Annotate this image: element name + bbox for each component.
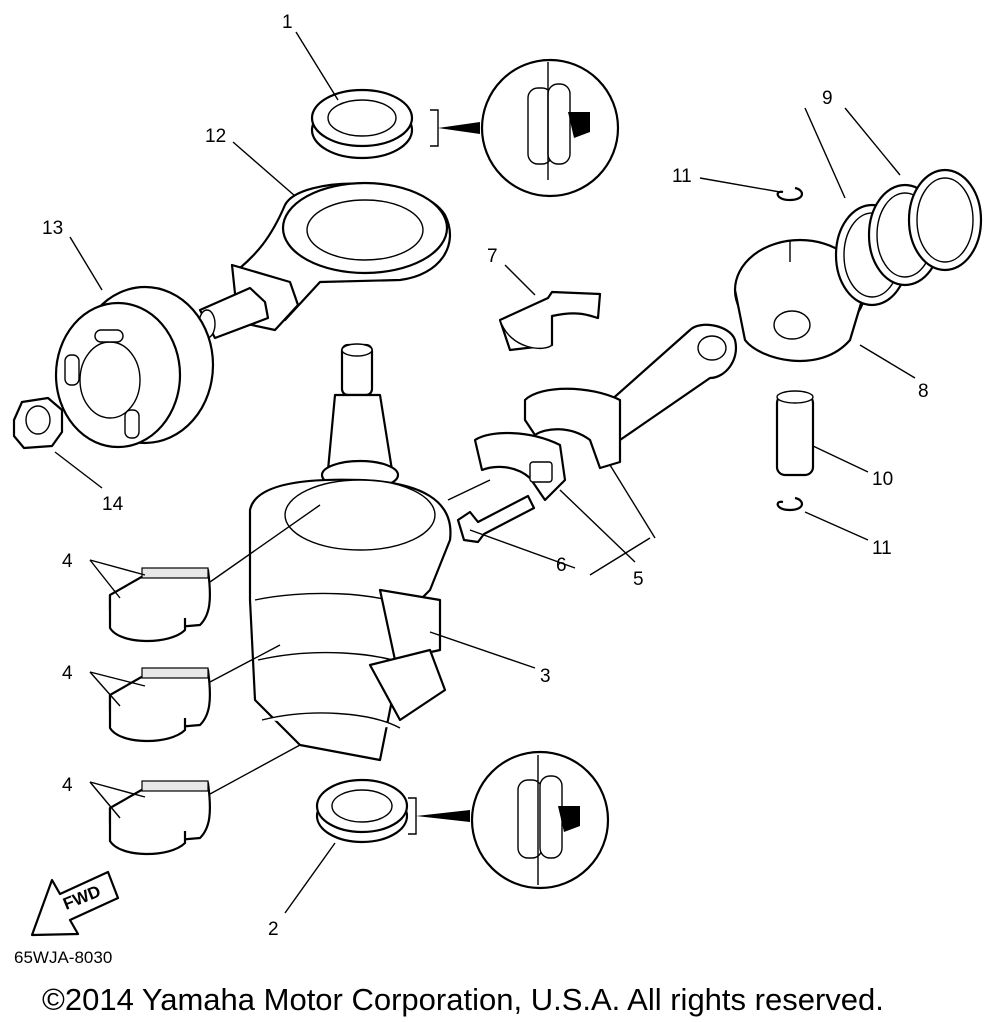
piston-rings (834, 168, 983, 307)
callout-4a: 4 (62, 551, 73, 572)
conrod-bolt (456, 494, 536, 544)
conrod-bearing (498, 290, 602, 352)
callout-10: 10 (872, 469, 893, 490)
grease-detail-bottom (470, 750, 610, 890)
piston-pin (775, 390, 815, 477)
callout-4c: 4 (62, 775, 73, 796)
connecting-rod (473, 323, 738, 502)
callout-1: 1 (282, 12, 293, 33)
callout-2: 2 (268, 919, 279, 940)
grease-detail-top (480, 58, 620, 198)
callout-4b: 4 (62, 663, 73, 684)
callout-11-top: 11 (672, 166, 692, 187)
callout-9: 9 (822, 88, 833, 109)
callout-12: 12 (205, 126, 226, 147)
fwd-arrow-icon: FWD (30, 870, 120, 937)
callout-13: 13 (42, 218, 63, 239)
oil-seal-top (310, 88, 480, 160)
flywheel-hub (54, 285, 215, 449)
callout-7: 7 (487, 246, 498, 267)
callout-8: 8 (918, 381, 929, 402)
piston-pin-clip-top (776, 186, 803, 202)
callout-11-bottom: 11 (872, 538, 892, 559)
callout-5: 5 (633, 569, 644, 590)
piston (733, 238, 867, 363)
figure-code: 65WJA-8030 (14, 948, 112, 967)
main-bearing-1 (108, 567, 211, 643)
callout-6: 6 (556, 555, 567, 576)
bearing-housing (198, 181, 451, 340)
leader-lines (54, 31, 916, 914)
main-bearing-2 (108, 667, 211, 743)
crankshaft (248, 343, 452, 762)
copyright-notice: ©2014 Yamaha Motor Corporation, U.S.A. A… (42, 982, 884, 1017)
callout-14: 14 (102, 494, 124, 515)
main-bearing-3 (108, 780, 211, 856)
oil-seal-bottom (315, 778, 470, 844)
callout-3: 3 (540, 666, 551, 687)
piston-pin-clip-bottom (776, 496, 803, 512)
nut (12, 396, 64, 450)
